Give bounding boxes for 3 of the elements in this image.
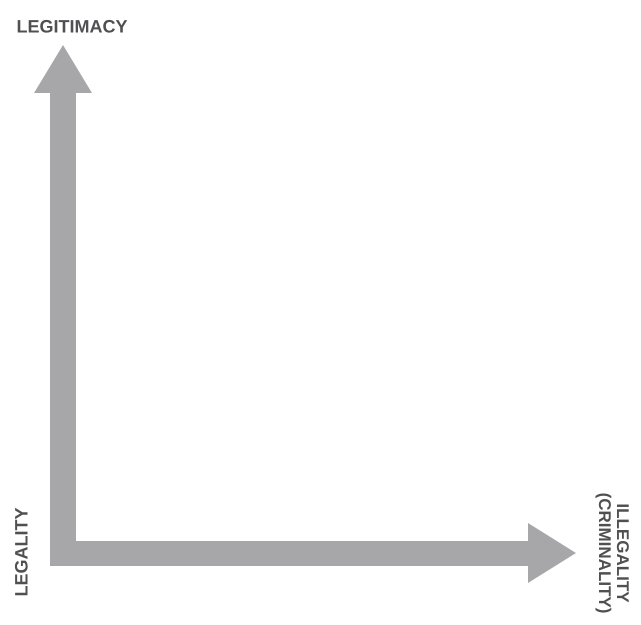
axis-label: ILLEGALITY (CRIMINALITY) bbox=[595, 492, 631, 616]
axis-label: LEGITIMACY bbox=[16, 18, 128, 36]
axis-label: LEGALITY bbox=[12, 506, 32, 598]
